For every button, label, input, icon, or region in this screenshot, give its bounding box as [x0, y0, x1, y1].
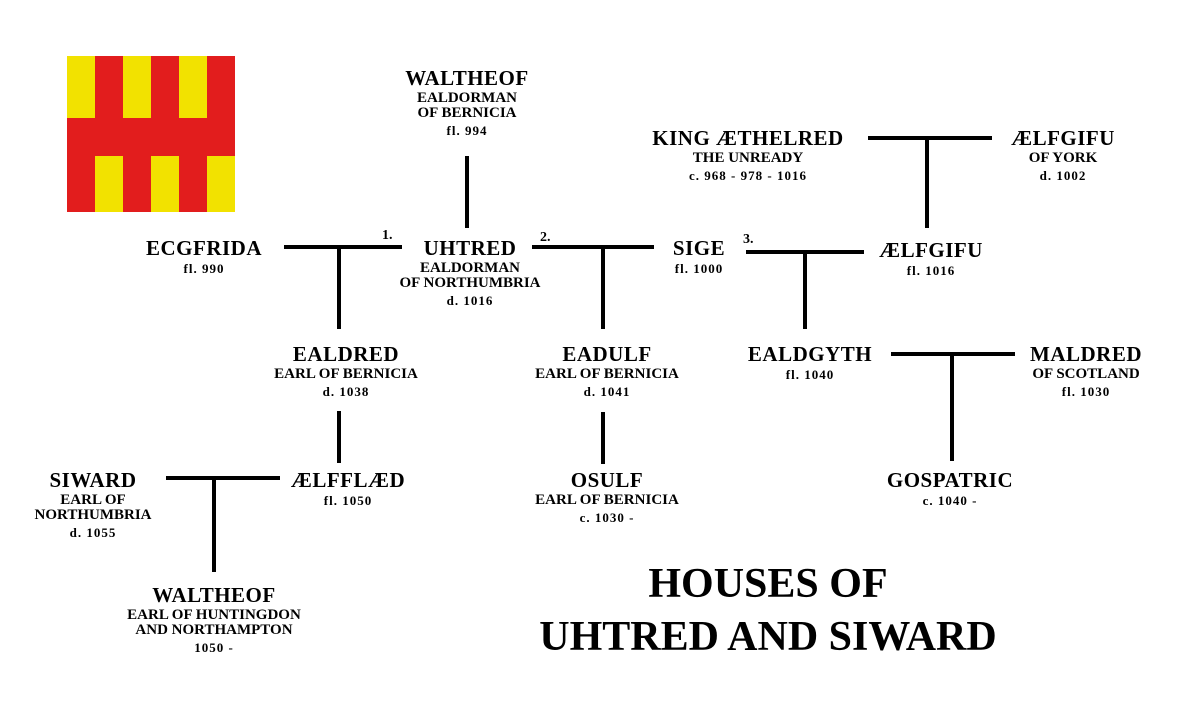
- line-aethelred-descent: [925, 140, 929, 228]
- line-ealdgyth-maldred: [891, 352, 1015, 356]
- marriage-marker-3: 3.: [743, 232, 754, 247]
- person-aelfgifu-of-york: ÆLFGIFU OF YORK d. 1002: [1011, 126, 1115, 183]
- person-name: WALTHEOF: [152, 583, 276, 607]
- line-to-ealdred: [337, 249, 341, 329]
- line-to-waltheof-huntingdon: [212, 480, 216, 572]
- line-siward-aelfflaed: [166, 476, 280, 480]
- person-dates: fl. 1050: [323, 493, 373, 508]
- title-line-1: HOUSES OF: [648, 561, 888, 607]
- northumbria-flag-icon: [67, 56, 235, 212]
- line-eadulf-osulf: [601, 412, 605, 464]
- person-name: ECGFRIDA: [145, 236, 263, 260]
- person-dates: fl. 990: [183, 261, 225, 276]
- person-title: EARL OF NORTHUMBRIA: [34, 492, 152, 523]
- person-name: SIGE: [672, 236, 726, 260]
- person-dates: d. 1002: [1039, 168, 1087, 183]
- person-name: KING ÆTHELRED: [652, 126, 844, 150]
- person-osulf: OSULF EARL OF BERNICIA c. 1030 -: [535, 468, 679, 525]
- person-title: OF YORK: [1028, 150, 1098, 166]
- person-title: EARL OF BERNICIA: [274, 366, 418, 382]
- person-gospatric: GOSPATRIC c. 1040 -: [886, 468, 1014, 508]
- marriage-marker-2: 2.: [540, 230, 551, 245]
- person-dates: c. 1030 -: [579, 510, 635, 525]
- line-aethelred-aelfgifu-york: [868, 136, 992, 140]
- person-waltheof-bernicia: WALTHEOF EALDORMAN OF BERNICIA fl. 994: [405, 66, 529, 138]
- person-eadulf: EADULF EARL OF BERNICIA d. 1041: [535, 342, 679, 399]
- line-uhtred-sige: [532, 245, 654, 249]
- person-name: GOSPATRIC: [886, 468, 1014, 492]
- person-siward: SIWARD EARL OF NORTHUMBRIA d. 1055: [34, 468, 152, 540]
- person-name: ÆLFGIFU: [879, 238, 983, 262]
- line-to-eadulf: [601, 249, 605, 329]
- person-maldred: MALDRED OF SCOTLAND fl. 1030: [1030, 342, 1142, 399]
- person-dates: d. 1041: [583, 384, 631, 399]
- person-dates: fl. 1030: [1061, 384, 1111, 399]
- person-aelfgifu: ÆLFGIFU fl. 1016: [879, 238, 983, 278]
- person-ealdgyth: EALDGYTH fl. 1040: [747, 342, 873, 382]
- person-title: OF SCOTLAND: [1032, 366, 1140, 382]
- person-sige: SIGE fl. 1000: [672, 236, 726, 276]
- person-waltheof-huntingdon: WALTHEOF EARL OF HUNTINGDON AND NORTHAMP…: [127, 583, 301, 655]
- diagram-title: HOUSES OF UHTRED AND SIWARD: [528, 558, 1008, 665]
- person-dates: d. 1038: [322, 384, 370, 399]
- person-name: EADULF: [562, 342, 652, 366]
- line-sige-aelfgifu: [746, 250, 864, 254]
- line-ecgfrida-uhtred: [284, 245, 402, 249]
- person-dates: fl. 1000: [674, 261, 724, 276]
- person-dates: fl. 994: [446, 123, 488, 138]
- line-to-gospatric: [950, 356, 954, 461]
- person-title: THE UNREADY: [692, 150, 804, 166]
- person-dates: c. 968 - 978 - 1016: [689, 168, 807, 183]
- person-ealdred: EALDRED EARL OF BERNICIA d. 1038: [274, 342, 418, 399]
- person-dates: d. 1055: [69, 525, 117, 540]
- person-name: ÆLFGIFU: [1011, 126, 1115, 150]
- person-name: WALTHEOF: [405, 66, 529, 90]
- person-title: EALDORMAN OF NORTHUMBRIA: [399, 260, 541, 291]
- person-name: OSULF: [570, 468, 644, 492]
- person-title: EARL OF HUNTINGDON AND NORTHAMPTON: [127, 607, 301, 638]
- line-ealdred-aelfflaed: [337, 411, 341, 463]
- person-ecgfrida: ECGFRIDA fl. 990: [145, 236, 263, 276]
- person-title: EARL OF BERNICIA: [535, 366, 679, 382]
- person-king-aethelred: KING ÆTHELRED THE UNREADY c. 968 - 978 -…: [652, 126, 844, 183]
- person-name: ÆLFFLÆD: [290, 468, 406, 492]
- line-waltheof-uhtred: [465, 156, 469, 228]
- person-name: SIWARD: [49, 468, 137, 492]
- person-name: UHTRED: [423, 236, 517, 260]
- marriage-marker-1: 1.: [382, 228, 393, 243]
- person-dates: c. 1040 -: [922, 493, 978, 508]
- title-line-2: UHTRED AND SIWARD: [539, 614, 997, 661]
- person-name: EALDRED: [292, 342, 400, 366]
- person-dates: fl. 1016: [906, 263, 956, 278]
- person-dates: fl. 1040: [785, 367, 835, 382]
- line-to-ealdgyth: [803, 254, 807, 329]
- person-dates: d. 1016: [446, 293, 494, 308]
- person-name: EALDGYTH: [747, 342, 873, 366]
- person-name: MALDRED: [1030, 342, 1142, 366]
- person-title: EARL OF BERNICIA: [535, 492, 679, 508]
- person-title: EALDORMAN OF BERNICIA: [417, 90, 517, 121]
- person-dates: 1050 -: [194, 640, 234, 655]
- person-uhtred: UHTRED EALDORMAN OF NORTHUMBRIA d. 1016: [399, 236, 541, 308]
- person-aelfflaed: ÆLFFLÆD fl. 1050: [290, 468, 406, 508]
